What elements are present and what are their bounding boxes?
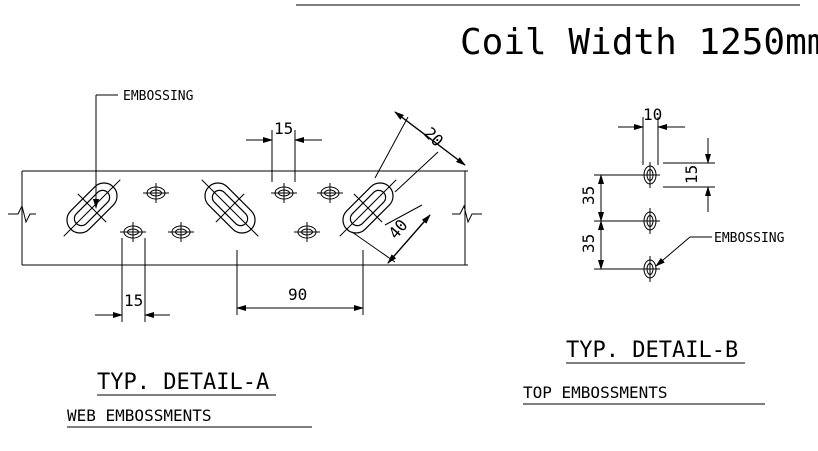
dim-hole-pitch-bottom: 15 <box>124 291 143 310</box>
hole-embossment <box>167 221 195 243</box>
detail-a: EMBOSSING 15 15 90 20 40 TYP. DETAIL-A W… <box>8 89 482 428</box>
embossing-callout-a: EMBOSSING <box>123 89 194 104</box>
dim-slot-spacing: 90 <box>288 285 307 304</box>
detail-b-subtitle: TOP EMBOSSMENTS <box>523 383 668 402</box>
dim-hole-width: 10 <box>643 105 662 124</box>
detail-a-subtitle: WEB EMBOSSMENTS <box>67 406 212 425</box>
coil-width-label: Coil Width 1250mm <box>460 22 818 63</box>
dim-slot-length: 40 <box>385 216 412 243</box>
dim-slot-width: 20 <box>420 123 447 150</box>
slot-embossment-1 <box>48 164 136 252</box>
embossing-callout-b: EMBOSSING <box>714 231 785 246</box>
detail-b-title: TYP. DETAIL-B <box>566 338 738 363</box>
hole-embossment <box>639 161 661 189</box>
break-symbol-left <box>8 204 36 224</box>
break-symbol-right <box>452 204 482 224</box>
dim-spacing-lower: 35 <box>579 234 598 253</box>
hole-embossment <box>639 255 661 283</box>
dim-spacing-upper: 35 <box>579 186 598 205</box>
slot-embossment-2 <box>186 164 274 252</box>
hole-embossment <box>119 221 147 243</box>
hole-embossment <box>142 182 170 204</box>
hole-embossment <box>293 221 321 243</box>
dim-hole-pitch-top: 15 <box>274 119 293 138</box>
dim-hole-height: 15 <box>682 165 701 184</box>
detail-b: 10 15 35 35 EMBOSSING TYP. DETAIL-B TOP … <box>523 105 785 405</box>
hole-embossment <box>639 207 661 235</box>
hole-embossment <box>316 182 344 204</box>
detail-a-title: TYP. DETAIL-A <box>97 370 269 395</box>
hole-embossment <box>270 182 298 204</box>
